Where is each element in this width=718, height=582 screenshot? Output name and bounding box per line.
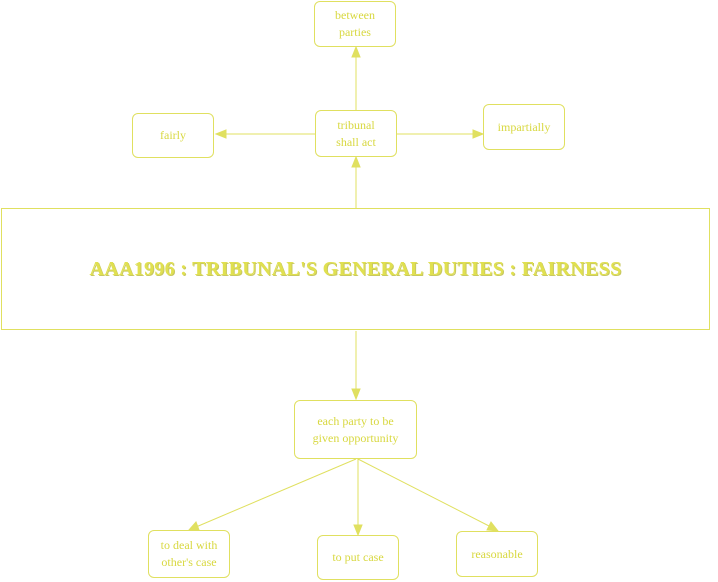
node-text-line: between (335, 8, 375, 22)
arrowhead (351, 45, 361, 58)
node-text-line: to put case (332, 550, 384, 564)
node-text-line: to deal with (160, 538, 218, 552)
arrowhead (187, 521, 200, 531)
node-deal-with-case[interactable]: to deal with other's case (148, 530, 230, 578)
arrowhead (472, 129, 485, 139)
main-title: AAA1996 : TRIBUNAL'S GENERAL DUTIES : FA… (89, 257, 622, 280)
arrowhead (351, 155, 361, 168)
node-reasonable[interactable]: reasonable (456, 531, 538, 577)
node-impartially[interactable]: impartially (483, 104, 565, 150)
node-between-parties[interactable]: between parties (314, 1, 396, 47)
node-fairly[interactable]: fairly (132, 113, 214, 158)
edge-eachparty-deal (195, 458, 357, 528)
arrowhead (486, 521, 500, 532)
arrowhead (351, 388, 361, 401)
node-text-line: impartially (497, 119, 551, 134)
node-text-line: tribunal (337, 117, 375, 132)
node-text-line: parties (338, 25, 371, 39)
node-put-case[interactable]: to put case (317, 535, 399, 580)
node-text-line: fairly (160, 128, 186, 142)
node-text-line: given opportunity (312, 430, 399, 445)
node-text-line: each party to be (317, 413, 394, 428)
node-text-line: reasonable (471, 546, 523, 561)
node-each-party[interactable]: each party to be given opportunity (294, 400, 417, 459)
node-text-line: other's case (161, 555, 217, 569)
main-topic-box[interactable]: AAA1996 : TRIBUNAL'S GENERAL DUTIES : FA… (1, 208, 710, 330)
node-tribunal-shall-act[interactable]: tribunal shall act (315, 110, 397, 157)
node-text-line: shall act (336, 134, 376, 149)
edge-eachparty-reasonable (357, 458, 492, 528)
arrowhead (353, 524, 363, 537)
arrowhead (214, 129, 227, 139)
